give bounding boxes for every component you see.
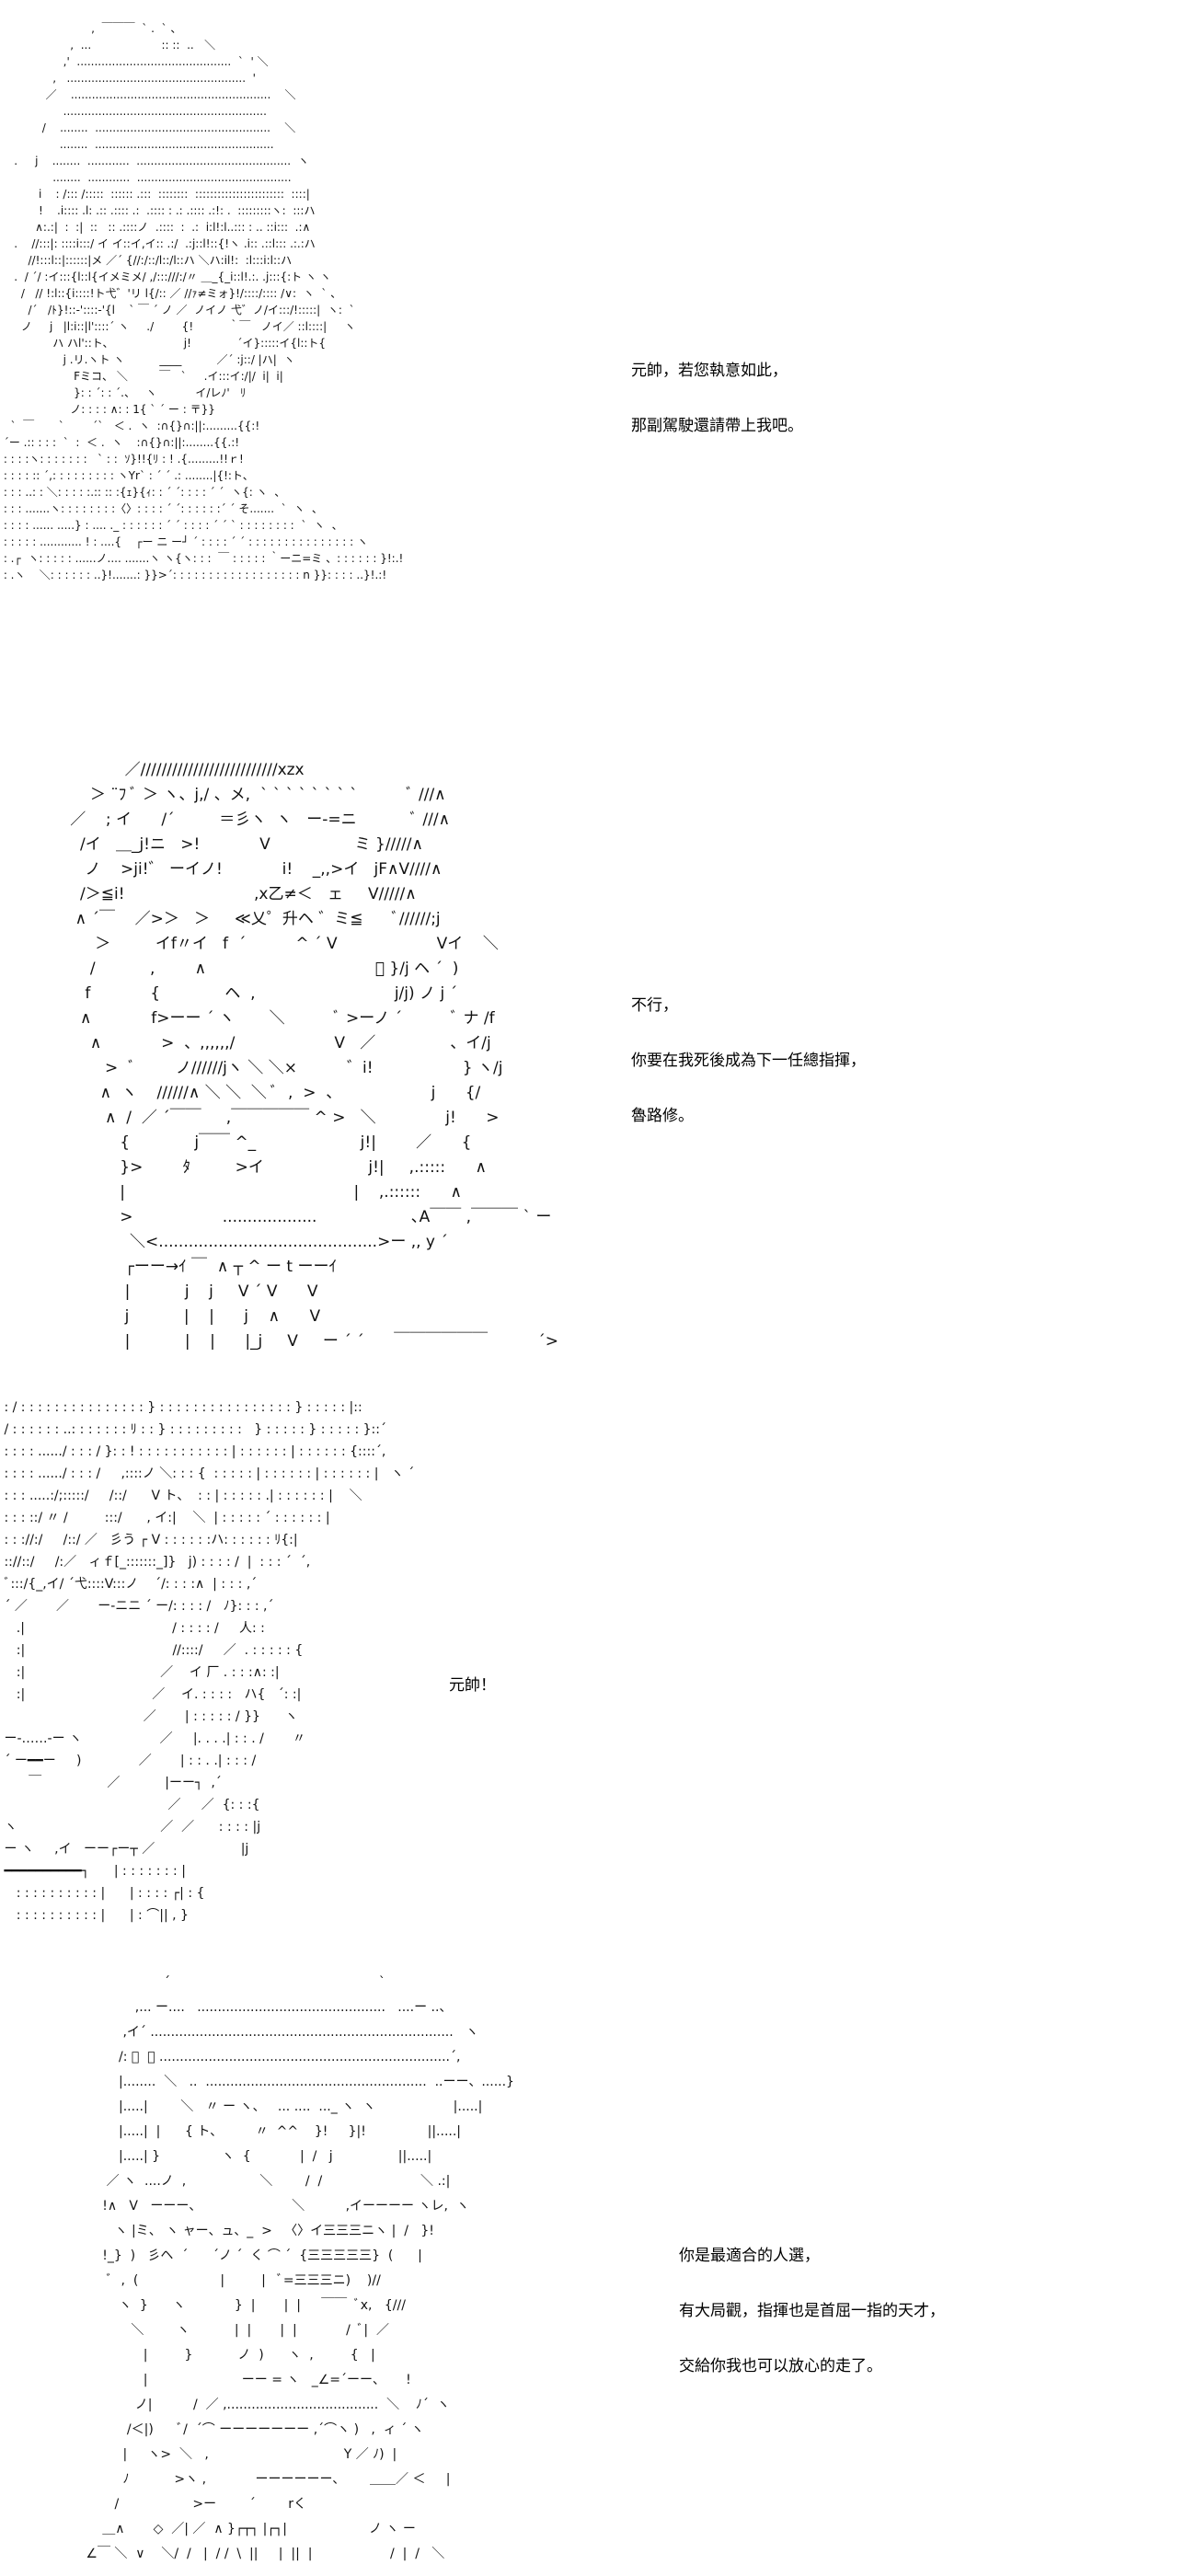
dialogue-line: 有大局觀，指揮也是首屈一指的天才，	[679, 2302, 945, 2320]
dialogue-line: 元帥，若您執意如此，	[631, 362, 788, 380]
dialogue-panel-3: 元帥！	[449, 1676, 496, 1731]
dialogue-panel-1: 元帥，若您執意如此， 那副駕駛還請帶上我吧。	[631, 362, 803, 472]
ascii-art-officer-2: : / : : : : : : : : : : : : : : : } : : …	[4, 1400, 415, 1923]
dialogue-line: 那副駕駛還請帶上我吧。	[631, 417, 803, 435]
ascii-art-commander-2: ´ ` ,... ー.... .........................…	[86, 1975, 514, 2561]
aa-panel-1: , ￣￣￣ ` . ` 、 , ... :: :: .. ＼ ,' ......…	[0, 0, 1196, 736]
dialogue-line: 不行，	[631, 996, 678, 1015]
dialogue-panel-2: 不行， 你要在我死後成為下一任總指揮， 魯路修。	[631, 996, 866, 1162]
ascii-art-officer-1: , ￣￣￣ ` . ` 、 , ... :: :: .. ＼ ,' ......…	[3, 22, 404, 581]
dialogue-line: 你要在我死後成為下一任總指揮，	[631, 1052, 866, 1070]
dialogue-line: 元帥！	[449, 1676, 496, 1695]
aa-panel-4: ´ ` ,... ー.... .........................…	[0, 1950, 1196, 2576]
dialogue-panel-4: 你是最適合的人選， 有大局觀，指揮也是首屈一指的天才， 交給你我也可以放心的走了…	[679, 2247, 945, 2412]
dialogue-line: 交給你我也可以放心的走了。	[679, 2357, 882, 2375]
aa-panel-2: ／//////////////////////////xzx ＞ ¨ﾌ ﾞ ＞ …	[0, 736, 1196, 1380]
aa-panel-3: : / : : : : : : : : : : : : : : : } : : …	[0, 1380, 1196, 1950]
ascii-art-commander: ／//////////////////////////xzx ＞ ¨ﾌ ﾞ ＞ …	[70, 761, 558, 1351]
dialogue-line: 你是最適合的人選，	[679, 2247, 820, 2265]
dialogue-line: 魯路修。	[631, 1107, 694, 1125]
